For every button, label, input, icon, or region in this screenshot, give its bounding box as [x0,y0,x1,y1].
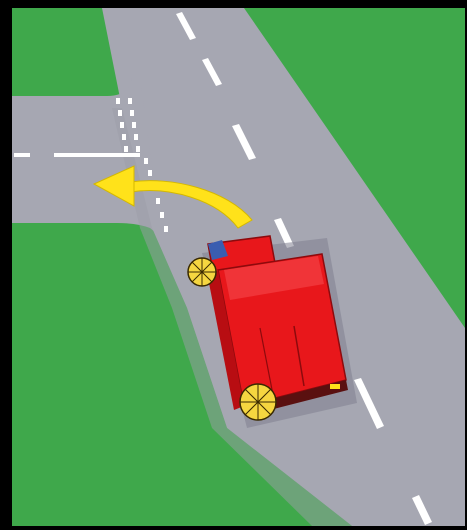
traffic-scene [12,8,465,526]
scene-svg [12,8,465,526]
rear-wheel [240,384,276,420]
front-wheel [188,258,216,286]
